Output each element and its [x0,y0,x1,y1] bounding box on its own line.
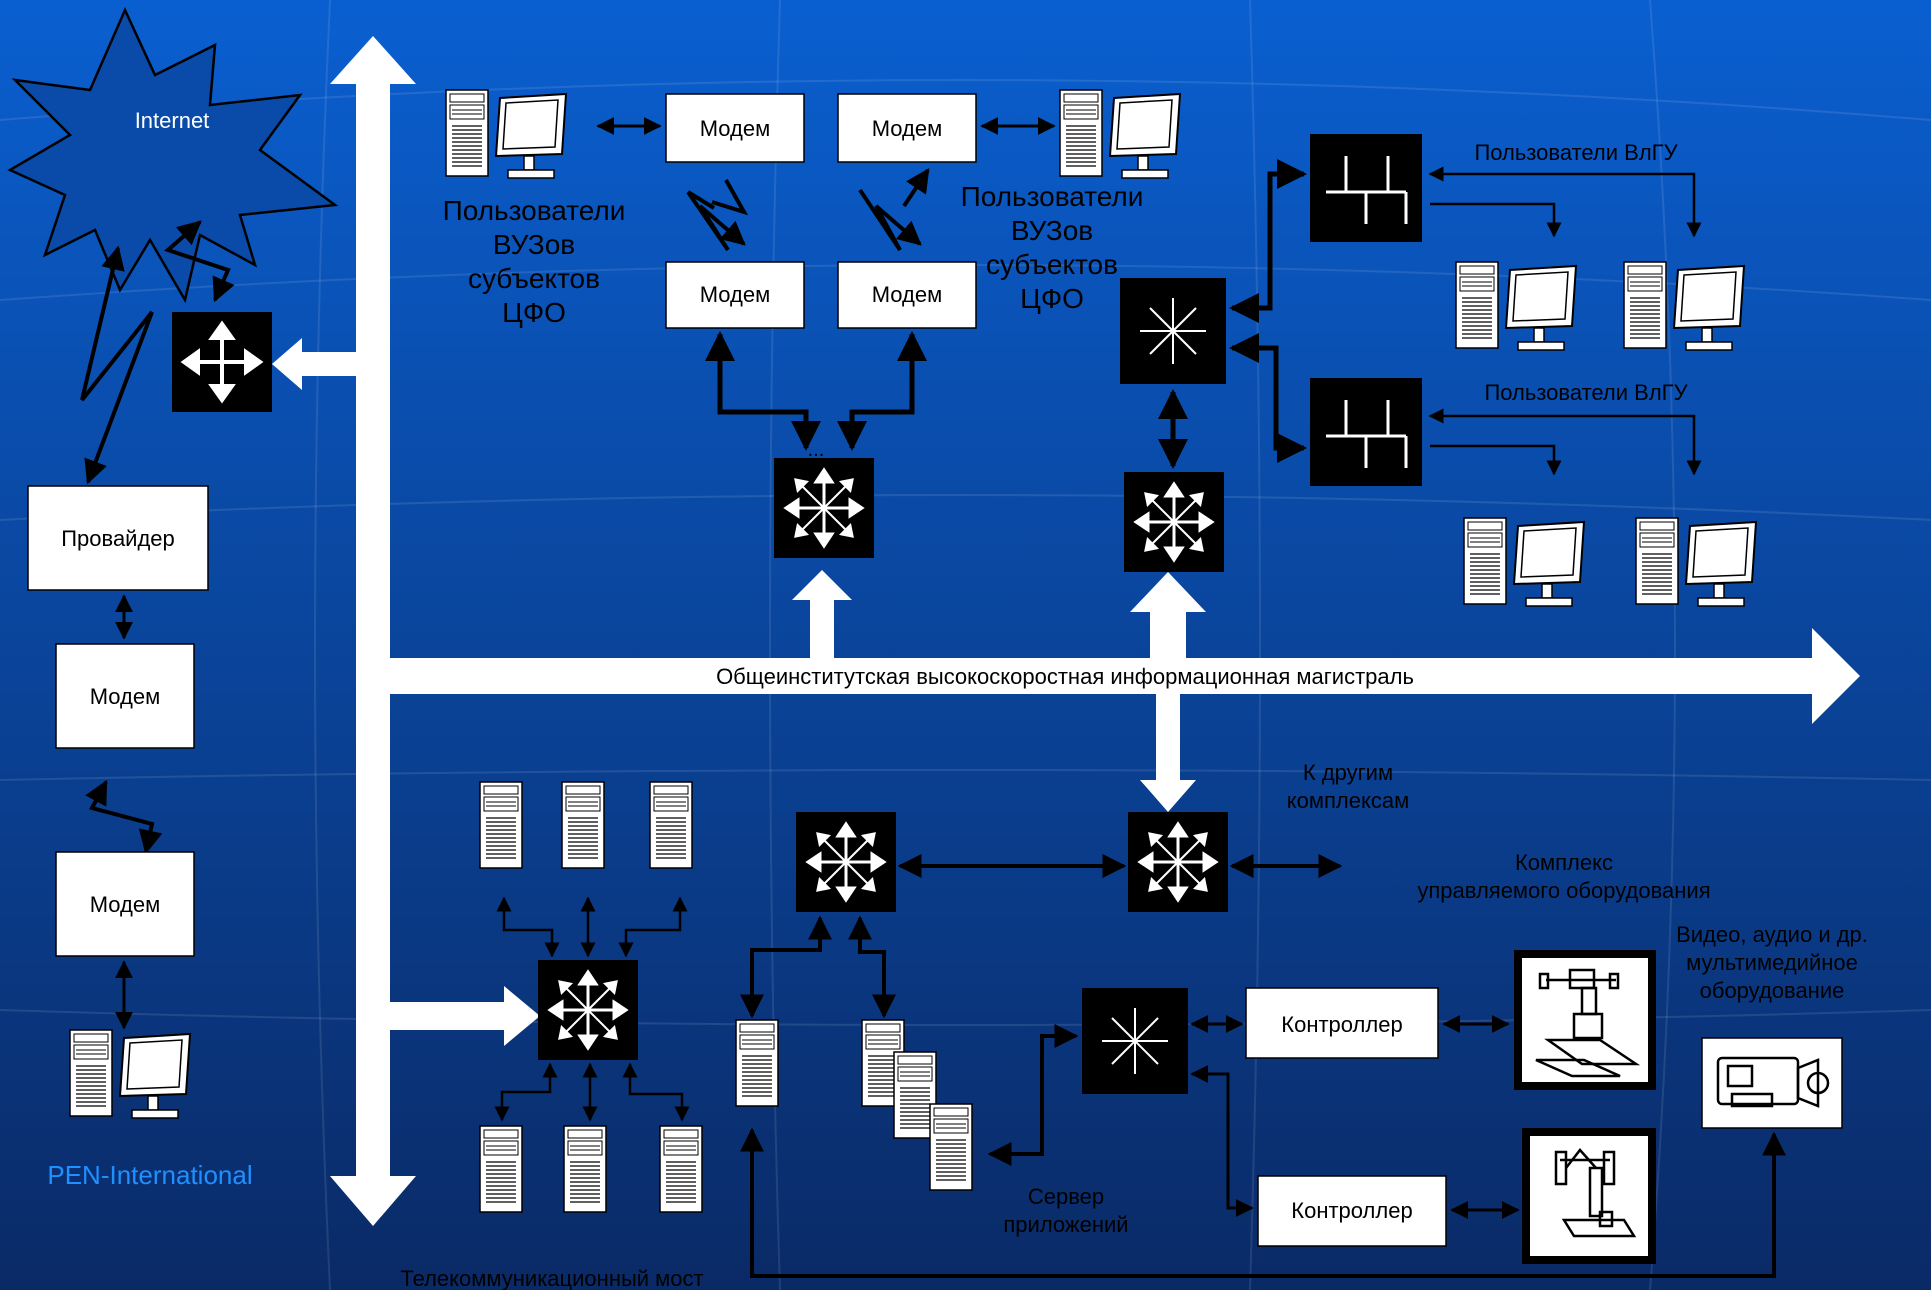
bridge-server-2-icon [561,781,605,869]
provider-box: Провайдер [27,485,209,591]
video-camera-icon [1701,1037,1843,1129]
vlgu-switch-icon [1122,470,1226,574]
internet-label: Internet [135,108,210,133]
multimedia-line: оборудование [1700,978,1845,1003]
university-label-line: Пользователи [961,181,1144,212]
multimedia-label: Видео, аудио и др. мультимедийное оборуд… [1676,922,1868,1003]
app-switch-icon [794,810,898,914]
bridge-server-3-icon [649,781,693,869]
controller-hub-icon [1081,987,1189,1095]
telecom-bridge-label: Телекоммуникационный мост [400,1266,703,1290]
robot-arm-equipment-1-icon [1514,950,1656,1090]
controller-links [740,1015,1786,1278]
provider-label: Провайдер [61,526,175,551]
modem-box-top-4: Модем [837,261,977,329]
modem-box-top-2: Модем [837,93,977,163]
pen-international-label: PEN-International [47,1160,252,1190]
app-server-4-icon [929,1103,973,1191]
backbone-label: Общеинститутская высокоскоростная информ… [716,664,1414,689]
robot-arm-equipment-2-icon [1522,1128,1656,1264]
middle-links [740,854,1343,1019]
modem-box-left-2: Модем [55,851,195,957]
vlgu-hub-icon [1119,277,1227,385]
modem-box-left-1: Модем [55,643,195,749]
telecom-bridge-switch-icon [536,958,640,1062]
multimedia-line: мультимедийное [1686,950,1858,975]
modem-label: Модем [700,116,771,141]
app-server-line: Сервер [1028,1184,1104,1209]
managed-equipment-line: управляемого оборудования [1417,878,1710,903]
app-server-line: приложений [1003,1212,1128,1237]
bridge-server-5-icon [563,1125,607,1213]
modem-label: Модем [872,282,943,307]
vlgu-users-bottom-label: Пользователи ВлГУ [1484,380,1688,405]
telecom-bridge-links [494,896,690,1122]
controller-box-2: Контроллер [1257,1175,1447,1247]
to-other-complexes-label: К другим комплексам [1287,760,1409,813]
university-users-right: Пользователи ВУЗов субъектов ЦФО [961,181,1144,314]
bridge-server-4-icon [479,1125,523,1213]
controller-box-1: Контроллер [1245,987,1439,1059]
university-label-line: ЦФО [502,297,566,328]
bridge-server-6-icon [659,1125,703,1213]
to-other-complexes-line: комплексам [1287,788,1409,813]
vlgu-bridge-top-icon [1308,132,1424,244]
university-users-left: Пользователи ВУЗов субъектов ЦФО [443,195,626,328]
bridge-server-1-icon [479,781,523,869]
modem-label: Модем [700,282,771,307]
vertical-bus [272,36,1860,1226]
university-label-line: субъектов [986,249,1118,280]
wireless-links-left [80,220,235,855]
controller-label: Контроллер [1281,1012,1402,1037]
vlgu-users-top-label: Пользователи ВлГУ [1474,140,1678,165]
modem-box-top-3: Модем [665,261,805,329]
university-label-line: ЦФО [1020,283,1084,314]
app-server-1-icon [735,1019,779,1107]
vlgu-links [1158,159,1307,469]
backbone-risers [792,570,1206,812]
university-label-line: ВУЗов [493,229,575,260]
modem-box-top-1: Модем [665,93,805,163]
modem-label: Модем [90,892,161,917]
university-label-line: Пользователи [443,195,626,226]
vlgu-user-links [1428,166,1702,476]
university-switch-icon [772,456,876,560]
ellipsis-label: ... [808,439,825,461]
equipment-switch-icon [1126,810,1230,914]
vlgu-bridge-bottom-icon [1308,376,1424,488]
managed-equipment-line: Комплекс [1515,850,1613,875]
modem-label: Модем [872,116,943,141]
multimedia-line: Видео, аудио и др. [1676,922,1868,947]
top-modem-links [596,117,1056,451]
university-label-line: субъектов [468,263,600,294]
app-server-label: Сервер приложений [1003,1184,1128,1237]
university-label-line: ВУЗов [1011,215,1093,246]
modem-label: Модем [90,684,161,709]
controller-label: Контроллер [1291,1198,1412,1223]
internet-router-icon [170,310,274,414]
managed-equipment-label: Комплекс управляемого оборудования [1417,850,1710,903]
to-other-complexes-line: К другим [1303,760,1393,785]
